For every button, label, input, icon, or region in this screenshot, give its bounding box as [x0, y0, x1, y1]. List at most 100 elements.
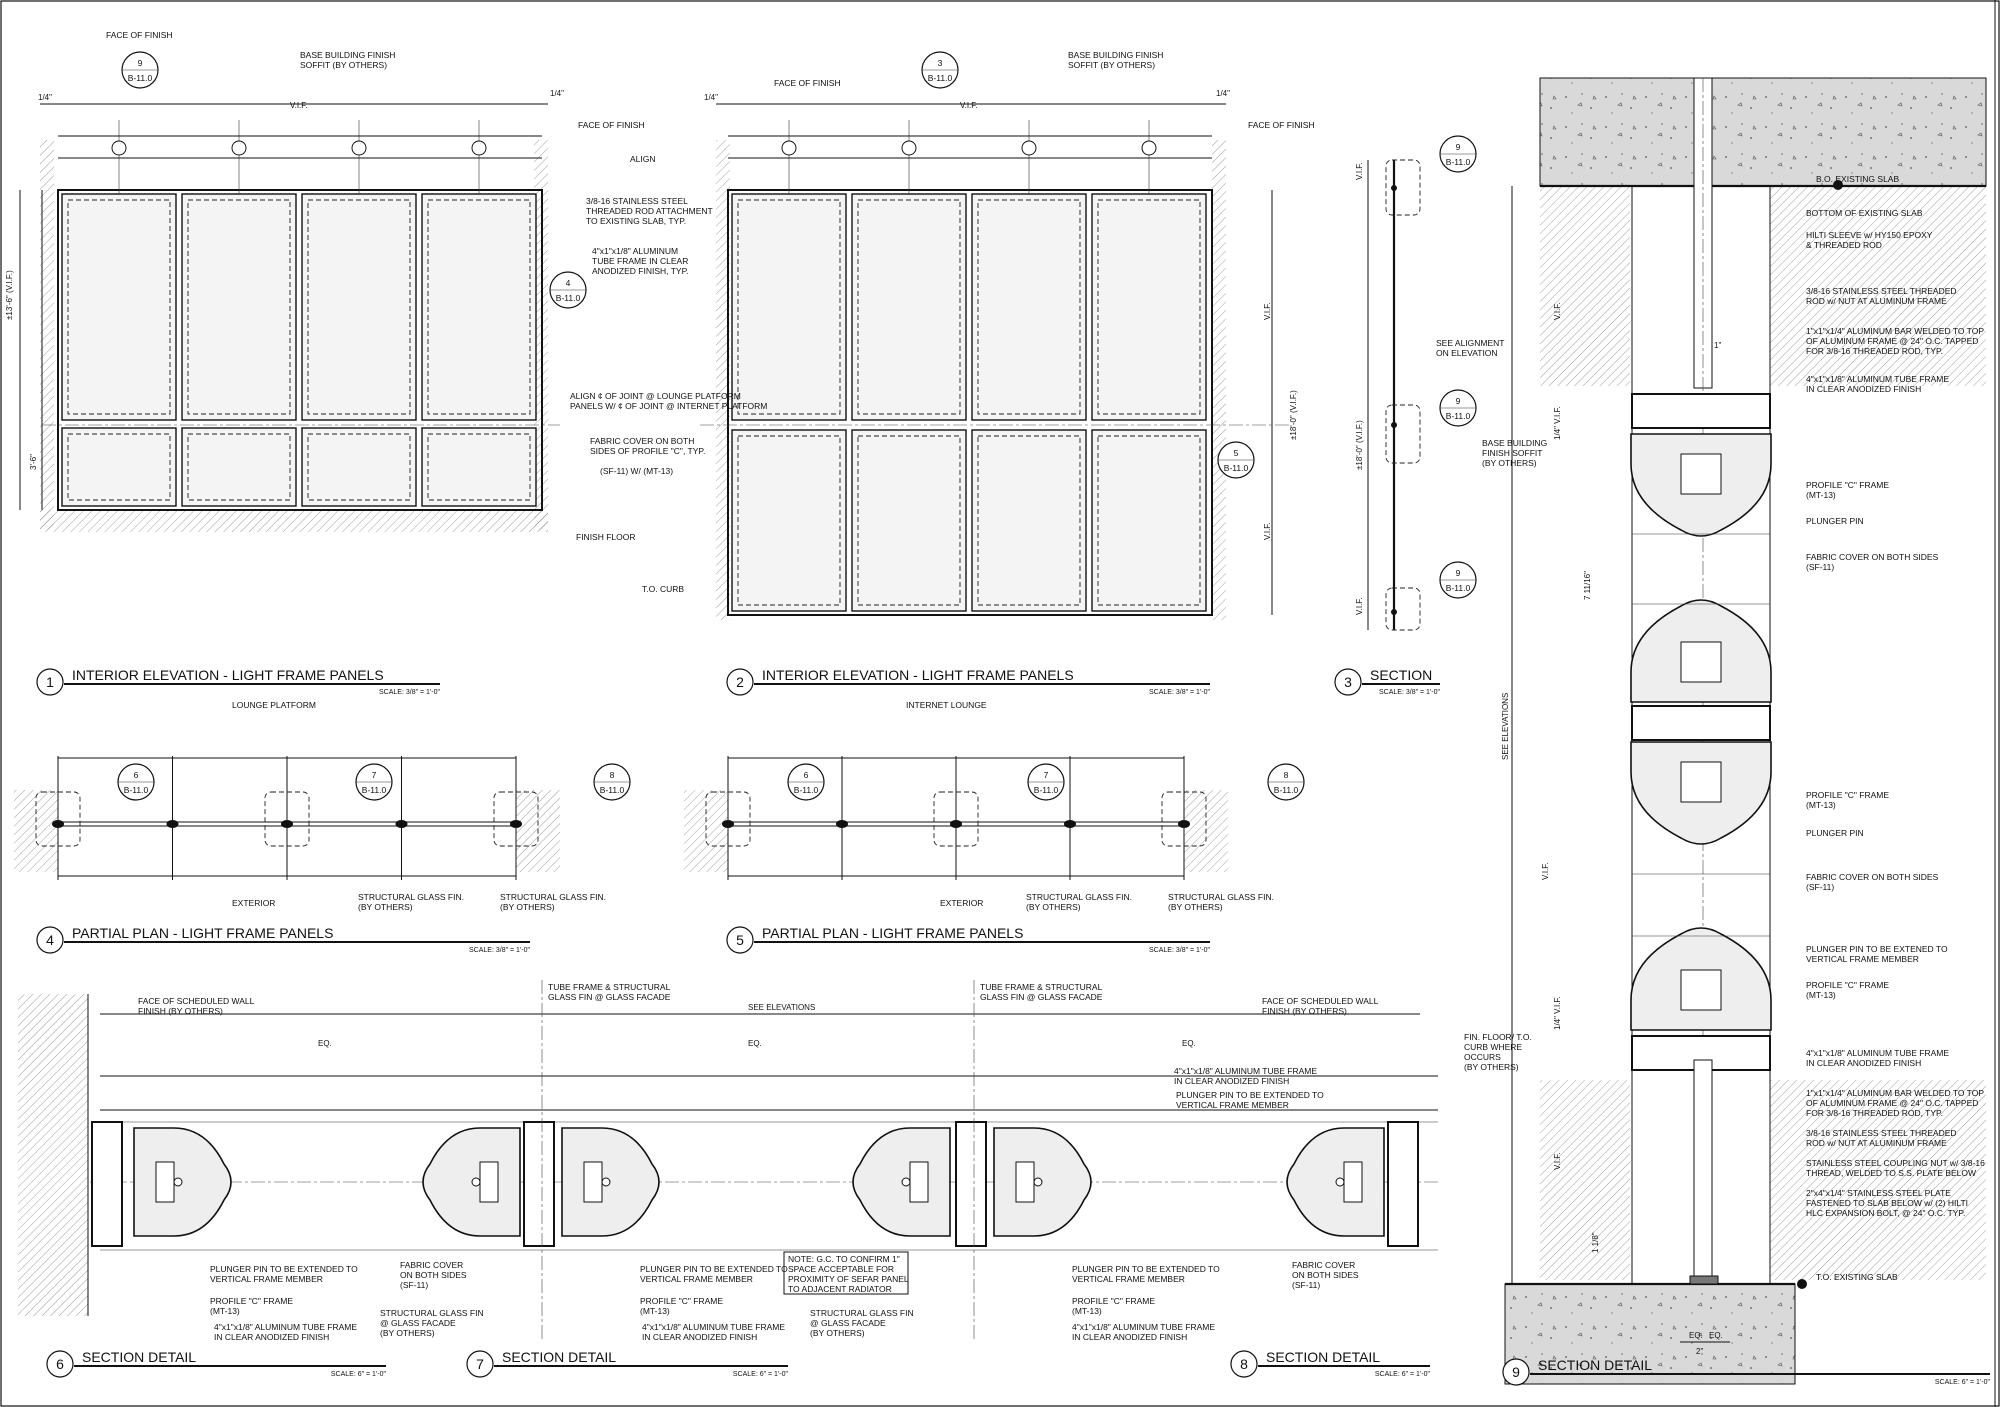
view-title: SECTION DETAIL	[502, 1349, 616, 1365]
view-number-circle	[1334, 668, 1362, 696]
callout-number: 7	[372, 770, 377, 780]
annotation-note: PROFILE "C" FRAME(MT-13)	[1806, 480, 1889, 500]
view-number: 8	[1240, 1356, 1248, 1372]
dim-vif: V.I.F.	[960, 101, 978, 110]
plan-subtitle-lounge: LOUNGE PLATFORM	[232, 700, 316, 710]
dim-vif-right: V.I.F.	[1263, 303, 1272, 321]
dim-eq: EQ.	[318, 1039, 332, 1048]
section-details-horizontal: SEE ELEVATIONS EQ. EQ. EQ.	[18, 980, 1440, 1340]
dim-q: 1/4"	[1216, 89, 1230, 98]
plan-subtitle-exterior: EXTERIOR	[232, 898, 275, 908]
partial-plans	[14, 756, 1228, 880]
callout-number: 4	[566, 278, 571, 288]
callout-sheet-ref: B-11.0	[1034, 785, 1059, 795]
annotation-note: T.O. EXISTING SLAB	[1816, 1272, 1898, 1282]
view-scale: SCALE: 3/8" = 1'-0"	[469, 947, 530, 954]
callout-sheet-ref: B-11.0	[1224, 463, 1249, 473]
callout-number: 8	[610, 770, 615, 780]
view-number-circle	[1230, 1350, 1258, 1378]
dim-vif-9: V.I.F.	[1541, 863, 1550, 881]
view-number: 9	[1512, 1364, 1520, 1380]
view-title: SECTION DETAIL	[1266, 1349, 1380, 1365]
callout-number: 9	[1456, 568, 1461, 578]
view-title: SECTION DETAIL	[82, 1349, 196, 1365]
annotation-note: STRUCTURAL GLASS FIN@ GLASS FACADE(BY OT…	[380, 1308, 484, 1338]
callout-sheet-ref: B-11.0	[1446, 583, 1471, 593]
annotation-note: PROFILE "C" FRAME(MT-13)	[1806, 790, 1889, 810]
annotation-note: FACE OF FINISH	[1248, 120, 1315, 130]
callout-sheet-ref: B-11.0	[128, 73, 153, 83]
annotation-note: STRUCTURAL GLASS FIN.(BY OTHERS)	[1168, 892, 1274, 912]
view-title: INTERIOR ELEVATION - LIGHT FRAME PANELS	[762, 667, 1074, 683]
view-scale: SCALE: 3/8" = 1'-0"	[1149, 689, 1210, 696]
view-number: 6	[56, 1356, 64, 1372]
dim-h1: ±13'-6" (V.I.F.)	[5, 270, 14, 320]
view-scale: SCALE: 3/8" = 1'-0"	[1149, 947, 1210, 954]
annotation-note: FACE OF FINISH	[106, 30, 173, 40]
annotation-note: FABRIC COVER ON BOTH SIDES(SF-11)	[1806, 552, 1939, 572]
annotation-note: STRUCTURAL GLASS FIN@ GLASS FACADE(BY OT…	[810, 1308, 914, 1338]
annotation-note: ALIGN	[630, 154, 656, 164]
view-number-circle	[466, 1350, 494, 1378]
view-number-circle	[726, 668, 754, 696]
annotation-note: STRUCTURAL GLASS FIN.(BY OTHERS)	[500, 892, 606, 912]
annotation-note: NOTE: G.C. TO CONFIRM 1"SPACE ACCEPTABLE…	[788, 1254, 909, 1294]
annotation-note: PROFILE "C" FRAME(MT-13)	[1806, 980, 1889, 1000]
dim-h1b: 3'-6"	[29, 454, 38, 470]
callout-sheet-ref: B-11.0	[794, 785, 819, 795]
callout-number: 9	[138, 58, 143, 68]
callout-sheet-ref: B-11.0	[928, 73, 953, 83]
view-number-circle	[36, 926, 64, 954]
elevation-2: V.I.F. 1/4" 1/4" ±18'-0" (V.I.F.) V.I.F.…	[700, 89, 1298, 620]
dim-eq: EQ.	[748, 1039, 762, 1048]
callout-number: 8	[1284, 770, 1289, 780]
view-title: PARTIAL PLAN - LIGHT FRAME PANELS	[72, 925, 333, 941]
view-number-circle	[46, 1350, 74, 1378]
annotation-note: PROFILE "C" FRAME(MT-13)	[1072, 1296, 1155, 1316]
dim-1in: 1"	[1714, 341, 1721, 350]
callout-number: 6	[134, 770, 139, 780]
view-number-circle	[1502, 1358, 1530, 1386]
view-scale: SCALE: 6" = 1'-0"	[1935, 1379, 1991, 1386]
annotation-note: B.O. EXISTING SLAB	[1816, 174, 1899, 184]
dim-q: 1/4"	[38, 93, 52, 102]
annotation-note: FINISH FLOOR	[576, 532, 636, 542]
dim-vif-9: V.I.F.	[1553, 303, 1562, 321]
dim-vif-sec: V.I.F.	[1355, 598, 1364, 616]
annotation-note: BOTTOM OF EXISTING SLAB	[1806, 208, 1923, 218]
dim-1-1-8: 1 1/8"	[1591, 1232, 1600, 1253]
view-scale: SCALE: 3/8" = 1'-0"	[379, 689, 440, 696]
view-number: 7	[476, 1356, 484, 1372]
callout-number: 5	[1234, 448, 1239, 458]
callout-number: 9	[1456, 396, 1461, 406]
dim-vif-sec: V.I.F.	[1355, 163, 1364, 181]
annotation-note: PLUNGER PIN	[1806, 828, 1864, 838]
annotation-note: PLUNGER PIN	[1806, 516, 1864, 526]
annotation-note: HILTI SLEEVE w/ HY150 EPOXY& THREADED RO…	[1806, 230, 1933, 250]
dim-vif-right: V.I.F.	[1263, 523, 1272, 541]
annotation-note: FACE OF FINISH	[578, 120, 645, 130]
dim-7-11-16: 7 11/16"	[1583, 571, 1592, 600]
dim-h3: ±18'-0" (V.I.F.)	[1355, 420, 1364, 470]
